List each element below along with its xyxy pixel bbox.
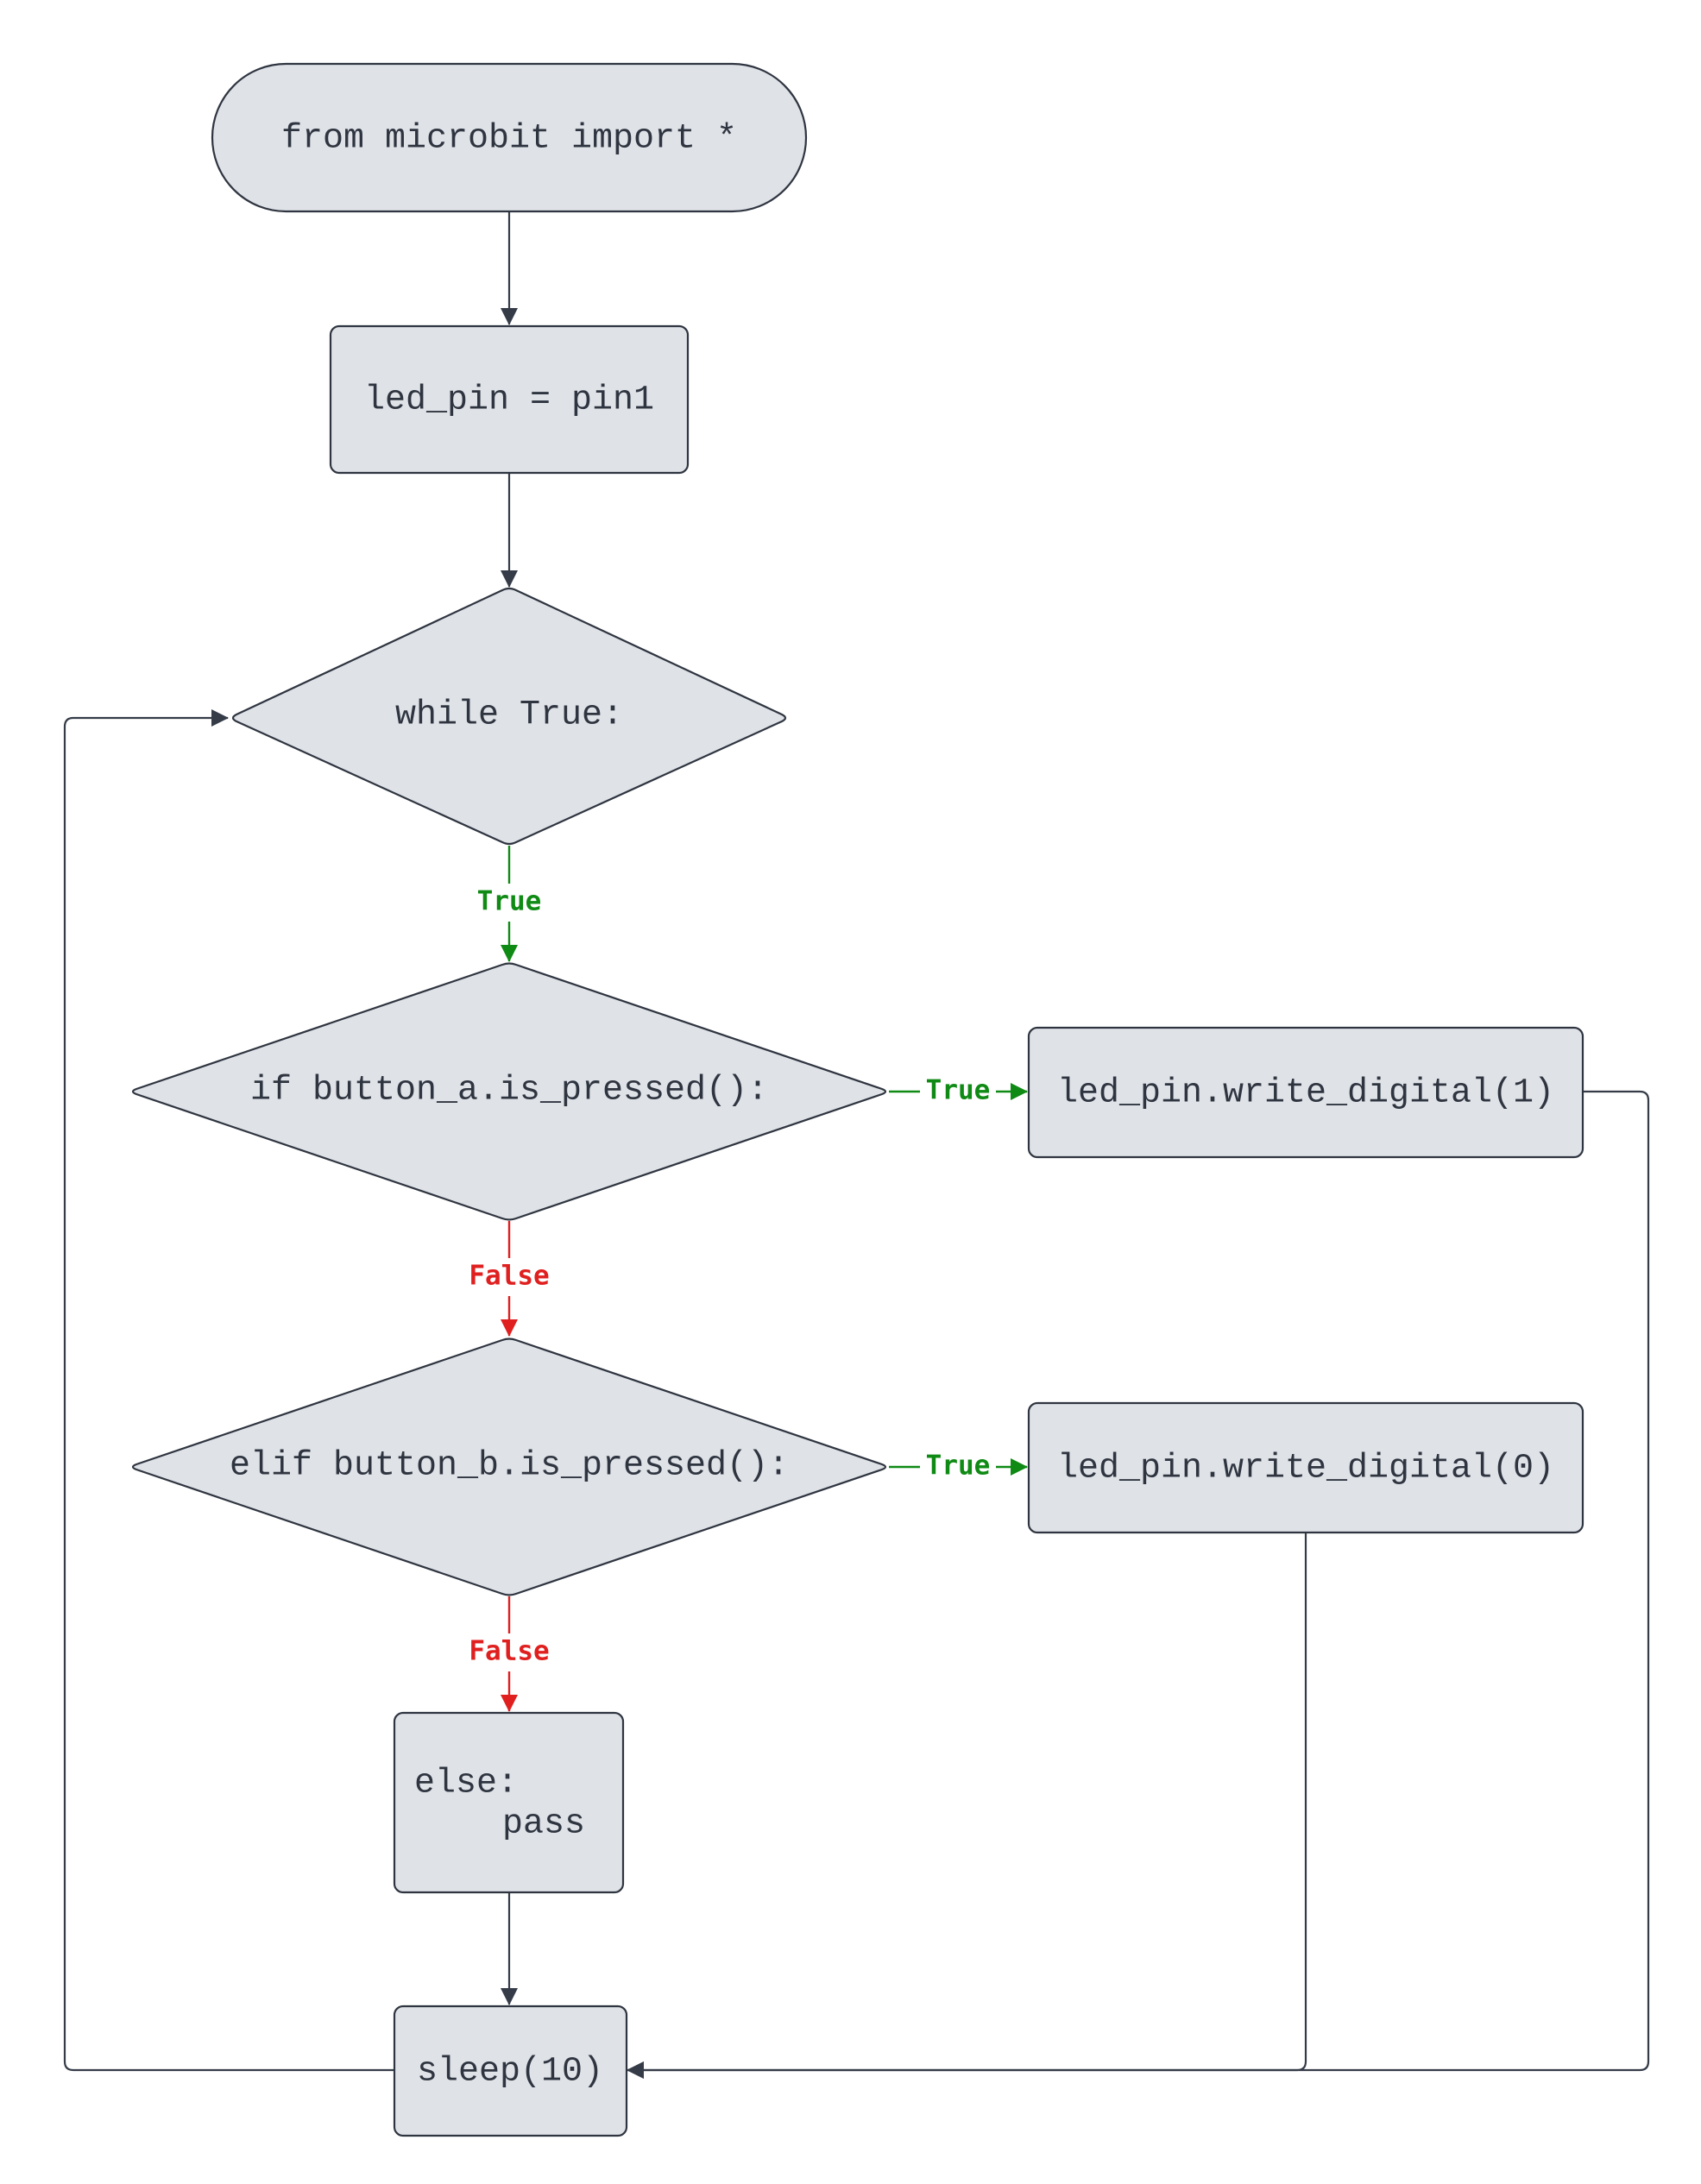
edge-write-low-to-sleep <box>627 1533 1307 2079</box>
if-node-text: if button_a.is_pressed(): <box>250 1072 768 1111</box>
start-terminator-node: from microbit import * <box>211 62 808 213</box>
write-high-process-node: led_pin.write_digital(1) <box>1027 1026 1584 1159</box>
if-decision-node: if button_a.is_pressed(): <box>131 962 887 1221</box>
label-if-true: True <box>926 1075 991 1106</box>
while-node-text: while True: <box>395 696 623 735</box>
label-elif-false: False <box>469 1636 549 1667</box>
while-decision-node: while True: <box>231 587 787 846</box>
assign-process-node: led_pin = pin1 <box>329 324 690 475</box>
label-elif-true: True <box>926 1451 991 1482</box>
write-high-node-text: led_pin.write_digital(1) <box>1057 1074 1554 1113</box>
sleep-node-text: sleep(10) <box>417 2053 603 2092</box>
edge-sleep-loop-back <box>63 709 394 2072</box>
label-while-true: True <box>477 886 542 917</box>
start-node-text: from microbit import * <box>281 120 737 159</box>
else-node-text-line2: pass <box>502 1805 585 1844</box>
elif-decision-node: elif button_b.is_pressed(): <box>131 1337 887 1596</box>
elif-node-text: elif button_b.is_pressed(): <box>230 1447 789 1486</box>
write-low-node-text: led_pin.write_digital(0) <box>1057 1450 1554 1489</box>
label-if-false: False <box>469 1261 549 1292</box>
assign-node-text: led_pin = pin1 <box>364 381 654 420</box>
write-low-process-node: led_pin.write_digital(0) <box>1027 1401 1584 1534</box>
sleep-process-node: sleep(10) <box>393 2005 628 2137</box>
edge-write-high-to-sleep <box>627 1090 1650 2079</box>
else-process-node: else: pass <box>393 1711 625 1894</box>
else-node-text-line1: else: <box>414 1765 518 1803</box>
